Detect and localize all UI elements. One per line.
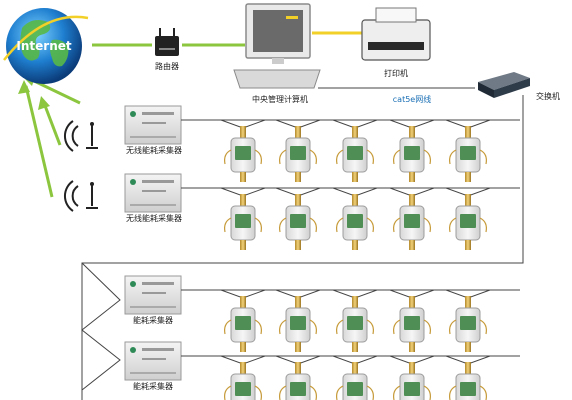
- switch: 交换机: [478, 72, 560, 101]
- energy-meter: [224, 296, 262, 352]
- wireless-signal-icon: [64, 120, 79, 152]
- energy-meter: [393, 296, 431, 352]
- energy-meter: [336, 194, 374, 250]
- energy-meter: [224, 126, 262, 182]
- energy-meter: [279, 296, 317, 352]
- energy-meter: [393, 194, 431, 250]
- energy-meter: [279, 126, 317, 182]
- energy-meter: [449, 296, 487, 352]
- arrowhead-3: [38, 96, 50, 110]
- energy-meter: [279, 362, 317, 400]
- energy-meter: [449, 362, 487, 400]
- collector-label: 无线能耗采集器: [126, 213, 182, 223]
- switch-trunk-line: [81, 95, 524, 400]
- router-label: 路由器: [155, 61, 179, 71]
- energy-meter: [224, 362, 262, 400]
- uplink-arrow-1: [31, 78, 81, 105]
- globe-orbit: [3, 15, 89, 61]
- router-icon: [155, 36, 179, 56]
- switch-label: 交换机: [536, 91, 560, 101]
- pc-label: 中央管理计算机: [252, 94, 308, 104]
- printer: 打印机: [361, 7, 431, 78]
- collector-2: 无线能耗采集器: [124, 173, 182, 223]
- central-computer: 中央管理计算机: [233, 3, 321, 104]
- energy-meter: [449, 194, 487, 250]
- uplink-arrow-2: [24, 85, 54, 198]
- switch-icon: [478, 72, 530, 90]
- collectors: 无线能耗采集器 无线能耗采集器 能耗采集器: [64, 105, 182, 391]
- router: 路由器: [155, 28, 179, 71]
- uplink-arrow-3: [42, 102, 62, 146]
- energy-meter: [336, 126, 374, 182]
- collector-label: 无线能耗采集器: [126, 145, 182, 155]
- energy-meter: [279, 194, 317, 250]
- collector-outputs: [181, 119, 520, 357]
- antenna-icon: [86, 184, 98, 209]
- links: [18, 31, 524, 400]
- printer-label: 打印机: [384, 68, 408, 78]
- energy-meter: [336, 362, 374, 400]
- collector-4: 能耗采集器: [124, 341, 182, 391]
- collector-1: 无线能耗采集器: [124, 105, 182, 155]
- energy-meter: [393, 126, 431, 182]
- keyboard-icon: [233, 69, 321, 89]
- internet-globe: Internet: [3, 8, 89, 84]
- collector-label: 能耗采集器: [133, 315, 173, 325]
- energy-meter: [449, 126, 487, 182]
- energy-meter: [224, 194, 262, 250]
- energy-meter: [336, 296, 374, 352]
- globe-label: Internet: [16, 39, 71, 53]
- printer-icon: [361, 19, 431, 61]
- bus-zigzag-wire: [81, 262, 121, 391]
- wifi-antenna-1: [64, 120, 98, 152]
- collector-label: 能耗采集器: [133, 381, 173, 391]
- antenna-icon: [86, 124, 98, 149]
- energy-meter: [393, 362, 431, 400]
- wifi-antenna-2: [64, 180, 98, 212]
- arrowhead-2: [18, 80, 30, 94]
- wireless-signal-icon: [64, 180, 79, 212]
- meter-grid: [220, 119, 491, 400]
- network-label: cat5e网线: [393, 94, 431, 104]
- collector-3: 能耗采集器: [124, 275, 182, 325]
